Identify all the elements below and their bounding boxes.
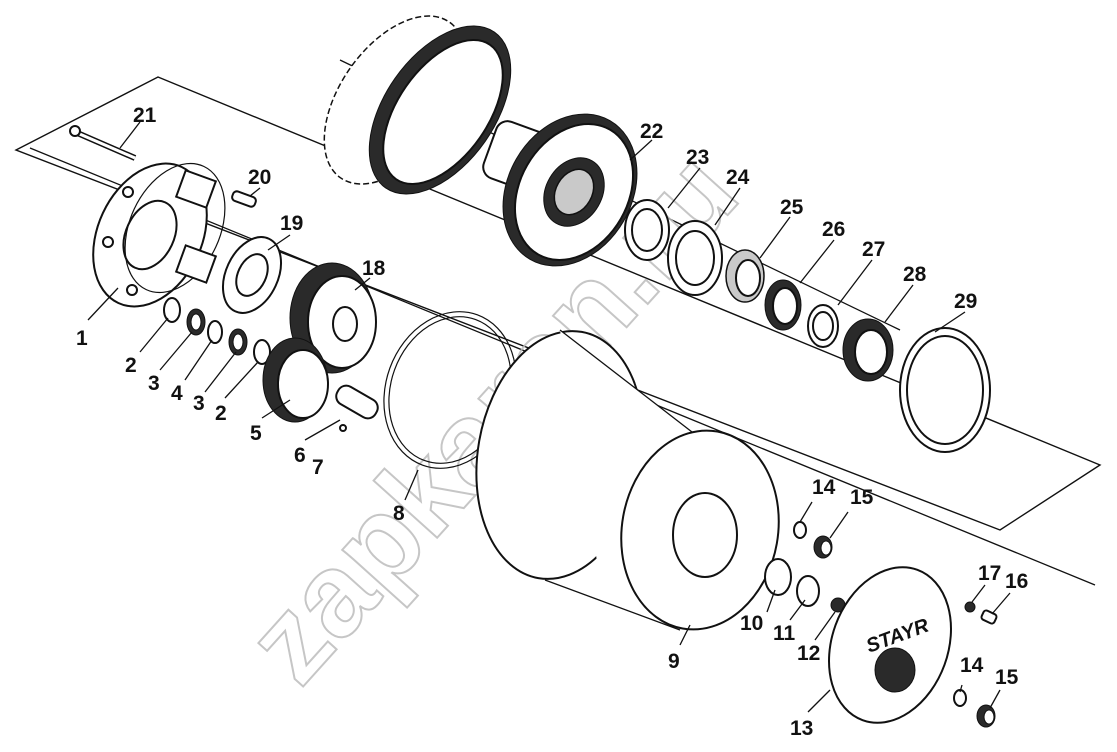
label-part-19: 19 (280, 212, 303, 235)
label-part-18: 18 (362, 257, 386, 280)
part-ring-25 (725, 249, 765, 303)
label-part-8: 8 (393, 502, 405, 525)
part-plug-15b (976, 704, 996, 728)
label-part-21: 21 (133, 104, 157, 127)
leader-lines (87, 121, 1011, 713)
part-shim-27 (807, 304, 839, 348)
label-part-12: 12 (797, 642, 820, 665)
part-wheel-hub-9 (475, 329, 780, 631)
part-ring-2b (253, 339, 271, 365)
label-part-25: 25 (780, 196, 804, 219)
label-part-26: 26 (822, 218, 845, 241)
part-bolt (69, 125, 137, 161)
label-part-23: 23 (686, 146, 709, 169)
part-seal-ring-14b (953, 689, 967, 707)
label-part-29: 29 (954, 290, 977, 313)
assembly-plane-outline (14, 76, 1102, 531)
part-washer-17 (964, 601, 976, 613)
label-part-10: 10 (740, 612, 763, 635)
label-part-4: 4 (171, 382, 183, 405)
part-ring-2a (163, 297, 181, 323)
part-washer-23 (624, 199, 670, 261)
label-part-13: 13 (790, 717, 813, 740)
part-seal-ring-14a (793, 521, 807, 539)
part-thrust-washer-19 (221, 236, 283, 314)
part-number-labels: 1 2 3 4 3 2 5 6 7 8 9 10 11 12 13 14 15 … (76, 104, 1028, 740)
label-part-3b: 3 (193, 392, 205, 415)
part-planet-gear-5 (262, 337, 329, 423)
label-part-14b: 14 (960, 654, 984, 677)
part-nut-28 (842, 318, 894, 382)
part-washer-10 (764, 558, 792, 596)
label-part-9: 9 (668, 650, 680, 673)
label-part-27: 27 (862, 238, 885, 261)
part-lock-plate-24 (667, 220, 723, 296)
part-screw-16 (980, 609, 998, 625)
label-part-11: 11 (773, 622, 796, 645)
label-part-15b: 15 (995, 666, 1019, 689)
label-part-24: 24 (726, 166, 750, 189)
label-part-1: 1 (76, 327, 88, 350)
label-part-7: 7 (312, 456, 324, 479)
part-ring-26 (764, 279, 802, 331)
label-part-6: 6 (294, 444, 306, 467)
part-spacer-4 (207, 320, 223, 344)
label-part-2a: 2 (125, 354, 137, 377)
part-ring-gear (323, 15, 512, 195)
part-ball-7 (339, 424, 347, 432)
label-part-28: 28 (903, 263, 927, 286)
part-circlip-11 (796, 575, 820, 607)
label-part-5: 5 (250, 422, 262, 445)
part-needle-bearing-3a (186, 308, 206, 336)
part-seal-29 (899, 327, 991, 453)
part-plug-15a (813, 535, 833, 559)
part-planet-shaft-6 (335, 384, 379, 420)
part-pin-20 (231, 190, 257, 208)
label-part-17: 17 (978, 562, 1001, 585)
part-needle-bearing-3b (228, 328, 248, 356)
label-part-20: 20 (248, 166, 271, 189)
label-part-15a: 15 (850, 486, 874, 509)
label-part-3a: 3 (148, 372, 160, 395)
label-part-22: 22 (640, 120, 663, 143)
label-part-2b: 2 (215, 402, 227, 425)
part-ring-gear-carrier-22 (482, 113, 638, 267)
label-part-14a: 14 (812, 476, 836, 499)
part-hub-cover-13: STAYR (828, 566, 952, 724)
label-part-16: 16 (1005, 570, 1028, 593)
part-planet-carrier (92, 162, 226, 308)
